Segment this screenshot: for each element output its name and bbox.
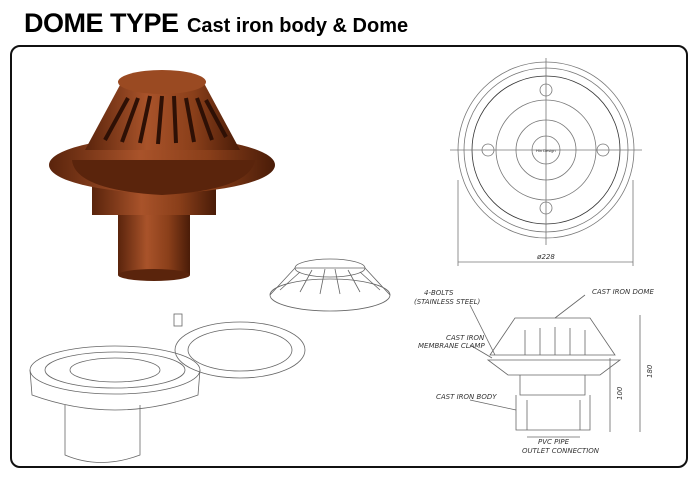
content-frame [10,45,688,468]
plan-view [450,58,642,266]
label-outlet: OUTLET CONNECTION [522,447,600,455]
label-clamp-2: MEMBRANE CLAMP [418,342,485,350]
label-dome: CAST IRON DOME [592,288,654,296]
dim-body-height: 100 [616,386,624,400]
title-main: DOME TYPE [24,8,179,38]
exploded-parts [29,258,391,463]
diameter-label: ø228 [536,253,555,261]
product-photo [49,70,275,281]
title-sub: Cast iron body & Dome [186,15,409,37]
page-title: DOME TYPE Cast iron body & Dome [24,8,408,39]
label-pipe: PVC PIPE [538,438,570,446]
label-body: CAST IRON BODY [436,393,497,401]
section-view [469,294,641,438]
plan-center-mark: Hin Design [536,148,556,153]
label-bolts: 4-BOLTS [424,289,454,297]
label-bolts-material: (STAINLESS STEEL) [414,298,481,306]
label-clamp-1: CAST IRON [446,334,485,342]
dim-total-height: 180 [646,364,654,378]
